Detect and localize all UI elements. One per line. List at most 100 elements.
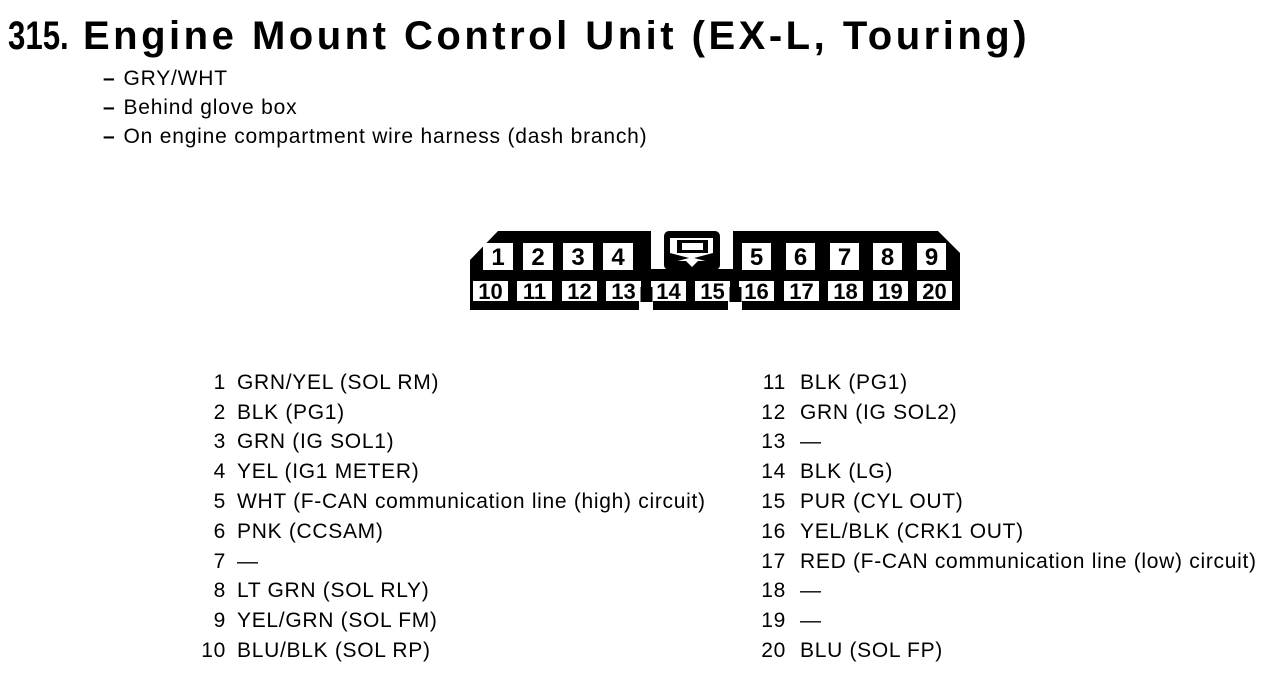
pin-cell <box>483 243 513 270</box>
pin-number: 5 <box>213 490 226 514</box>
pin-cell-label: 18 <box>833 279 857 304</box>
pin-description: — <box>237 549 259 573</box>
connector-latch-icon <box>664 231 720 270</box>
pin-number: 15 <box>761 490 786 514</box>
note-text: GRY/WHT <box>123 66 228 90</box>
pin-cell-label: 7 <box>838 244 851 271</box>
pin-cell-label: 6 <box>794 244 807 271</box>
pin-row: 8 LT GRN (SOL RLY) <box>194 577 706 607</box>
pin-number: 2 <box>213 400 226 424</box>
connector-diagram: 1 2 3 4 5 6 7 8 9 10 11 12 13 14 15 16 <box>465 231 963 311</box>
note-item: –On engine compartment wire harness (das… <box>103 123 647 152</box>
pin-cell-label: 5 <box>750 244 763 271</box>
pin-number: 7 <box>213 549 226 573</box>
pin-description: GRN (IG SOL2) <box>800 400 958 424</box>
pin-number: 6 <box>213 519 226 543</box>
pin-row: 3 GRN (IG SOL1) <box>194 428 706 458</box>
pin-row: 5 WHT (F-CAN communication line (high) ci… <box>194 487 706 517</box>
pin-cell-label: 3 <box>571 244 584 271</box>
pin-row: 17 RED (F-CAN communication line (low) ci… <box>754 547 1257 577</box>
pin-description: BLU/BLK (SOL RP) <box>237 639 431 663</box>
pin-number: 17 <box>761 549 786 573</box>
pin-row: 13 — <box>754 428 1257 458</box>
pin-number: 8 <box>213 579 226 603</box>
pin-description: — <box>800 579 822 603</box>
pin-description: PUR (CYL OUT) <box>800 490 964 514</box>
pin-cell <box>562 281 597 301</box>
pin-cell <box>739 281 774 301</box>
pin-description: WHT (F-CAN communication line (high) cir… <box>237 490 706 514</box>
pin-cell-label: 16 <box>744 279 768 304</box>
pin-cell-label: 14 <box>656 279 681 304</box>
dash-bullet: – <box>103 66 116 90</box>
pin-cells-bottom: 10 11 12 13 14 15 16 17 18 19 20 <box>473 279 952 304</box>
pin-row: 12 GRN (IG SOL2) <box>754 398 1257 428</box>
pin-number: 1 <box>213 370 226 394</box>
mount-tab <box>729 287 742 302</box>
mount-tabs <box>639 287 742 310</box>
pin-cell <box>917 281 952 301</box>
pin-number: 3 <box>213 430 226 454</box>
pin-cell <box>830 243 859 270</box>
pin-cell <box>873 243 902 270</box>
note-text: On engine compartment wire harness (dash… <box>123 125 648 149</box>
pin-description: RED (F-CAN communication line (low) circ… <box>800 549 1257 573</box>
dash-bullet: – <box>103 95 116 119</box>
pin-cells-top-left: 1 2 3 4 <box>483 243 633 271</box>
pin-description: LT GRN (SOL RLY) <box>237 579 430 603</box>
latch-notch <box>686 261 698 267</box>
pin-description: PNK (CCSAM) <box>237 519 384 543</box>
pin-cell <box>603 243 633 270</box>
connector-svg: 1 2 3 4 5 6 7 8 9 10 11 12 13 14 15 16 <box>470 231 960 310</box>
pin-description: — <box>800 609 822 633</box>
section-number: 315. <box>8 14 69 58</box>
pin-row: 19 — <box>754 606 1257 636</box>
pin-row: 11 BLK (PG1) <box>754 368 1257 398</box>
pin-row: 2 BLK (PG1) <box>194 398 706 428</box>
pin-cell <box>473 281 508 301</box>
pin-cell-label: 11 <box>523 279 546 304</box>
pin-description: GRN (IG SOL1) <box>237 430 395 454</box>
pin-number: 4 <box>213 460 226 484</box>
latch-wedge-left <box>670 253 689 263</box>
pin-cell-label: 12 <box>567 279 591 304</box>
pin-cell <box>563 243 593 270</box>
pin-cell <box>784 281 819 301</box>
dash-bullet: – <box>103 125 116 149</box>
pin-description: BLK (PG1) <box>800 370 908 394</box>
pin-cell <box>606 281 641 301</box>
note-item: –Behind glove box <box>103 93 647 122</box>
pin-cell <box>695 281 730 301</box>
note-text: Behind glove box <box>123 95 298 119</box>
pin-cell <box>651 281 686 301</box>
pin-number: 12 <box>761 400 786 424</box>
pin-number: 9 <box>213 609 226 633</box>
pin-cell-label: 8 <box>881 244 894 271</box>
latch-wedge-right <box>694 253 713 263</box>
pin-cell <box>828 281 863 301</box>
pin-cell-label: 19 <box>878 279 902 304</box>
pin-number: 18 <box>761 579 786 603</box>
latch-bar-inner <box>682 243 703 250</box>
pin-description: BLK (LG) <box>800 460 894 484</box>
pin-row: 15 PUR (CYL OUT) <box>754 487 1257 517</box>
pin-description: YEL/GRN (SOL FM) <box>237 609 438 633</box>
pin-cell-label: 10 <box>478 279 502 304</box>
pin-cell <box>523 243 553 270</box>
pin-row: 18 — <box>754 577 1257 607</box>
pin-description: BLK (PG1) <box>237 400 345 424</box>
pin-description: — <box>800 430 822 454</box>
pin-cell-label: 9 <box>925 244 938 271</box>
mount-tab <box>640 287 653 302</box>
pin-cell-label: 4 <box>611 244 625 271</box>
pin-number: 19 <box>761 609 786 633</box>
pin-number: 10 <box>201 639 226 663</box>
pin-number: 13 <box>761 430 786 454</box>
pin-cell-label: 15 <box>700 279 724 304</box>
pin-cell <box>517 281 552 301</box>
pin-number: 11 <box>762 370 786 394</box>
